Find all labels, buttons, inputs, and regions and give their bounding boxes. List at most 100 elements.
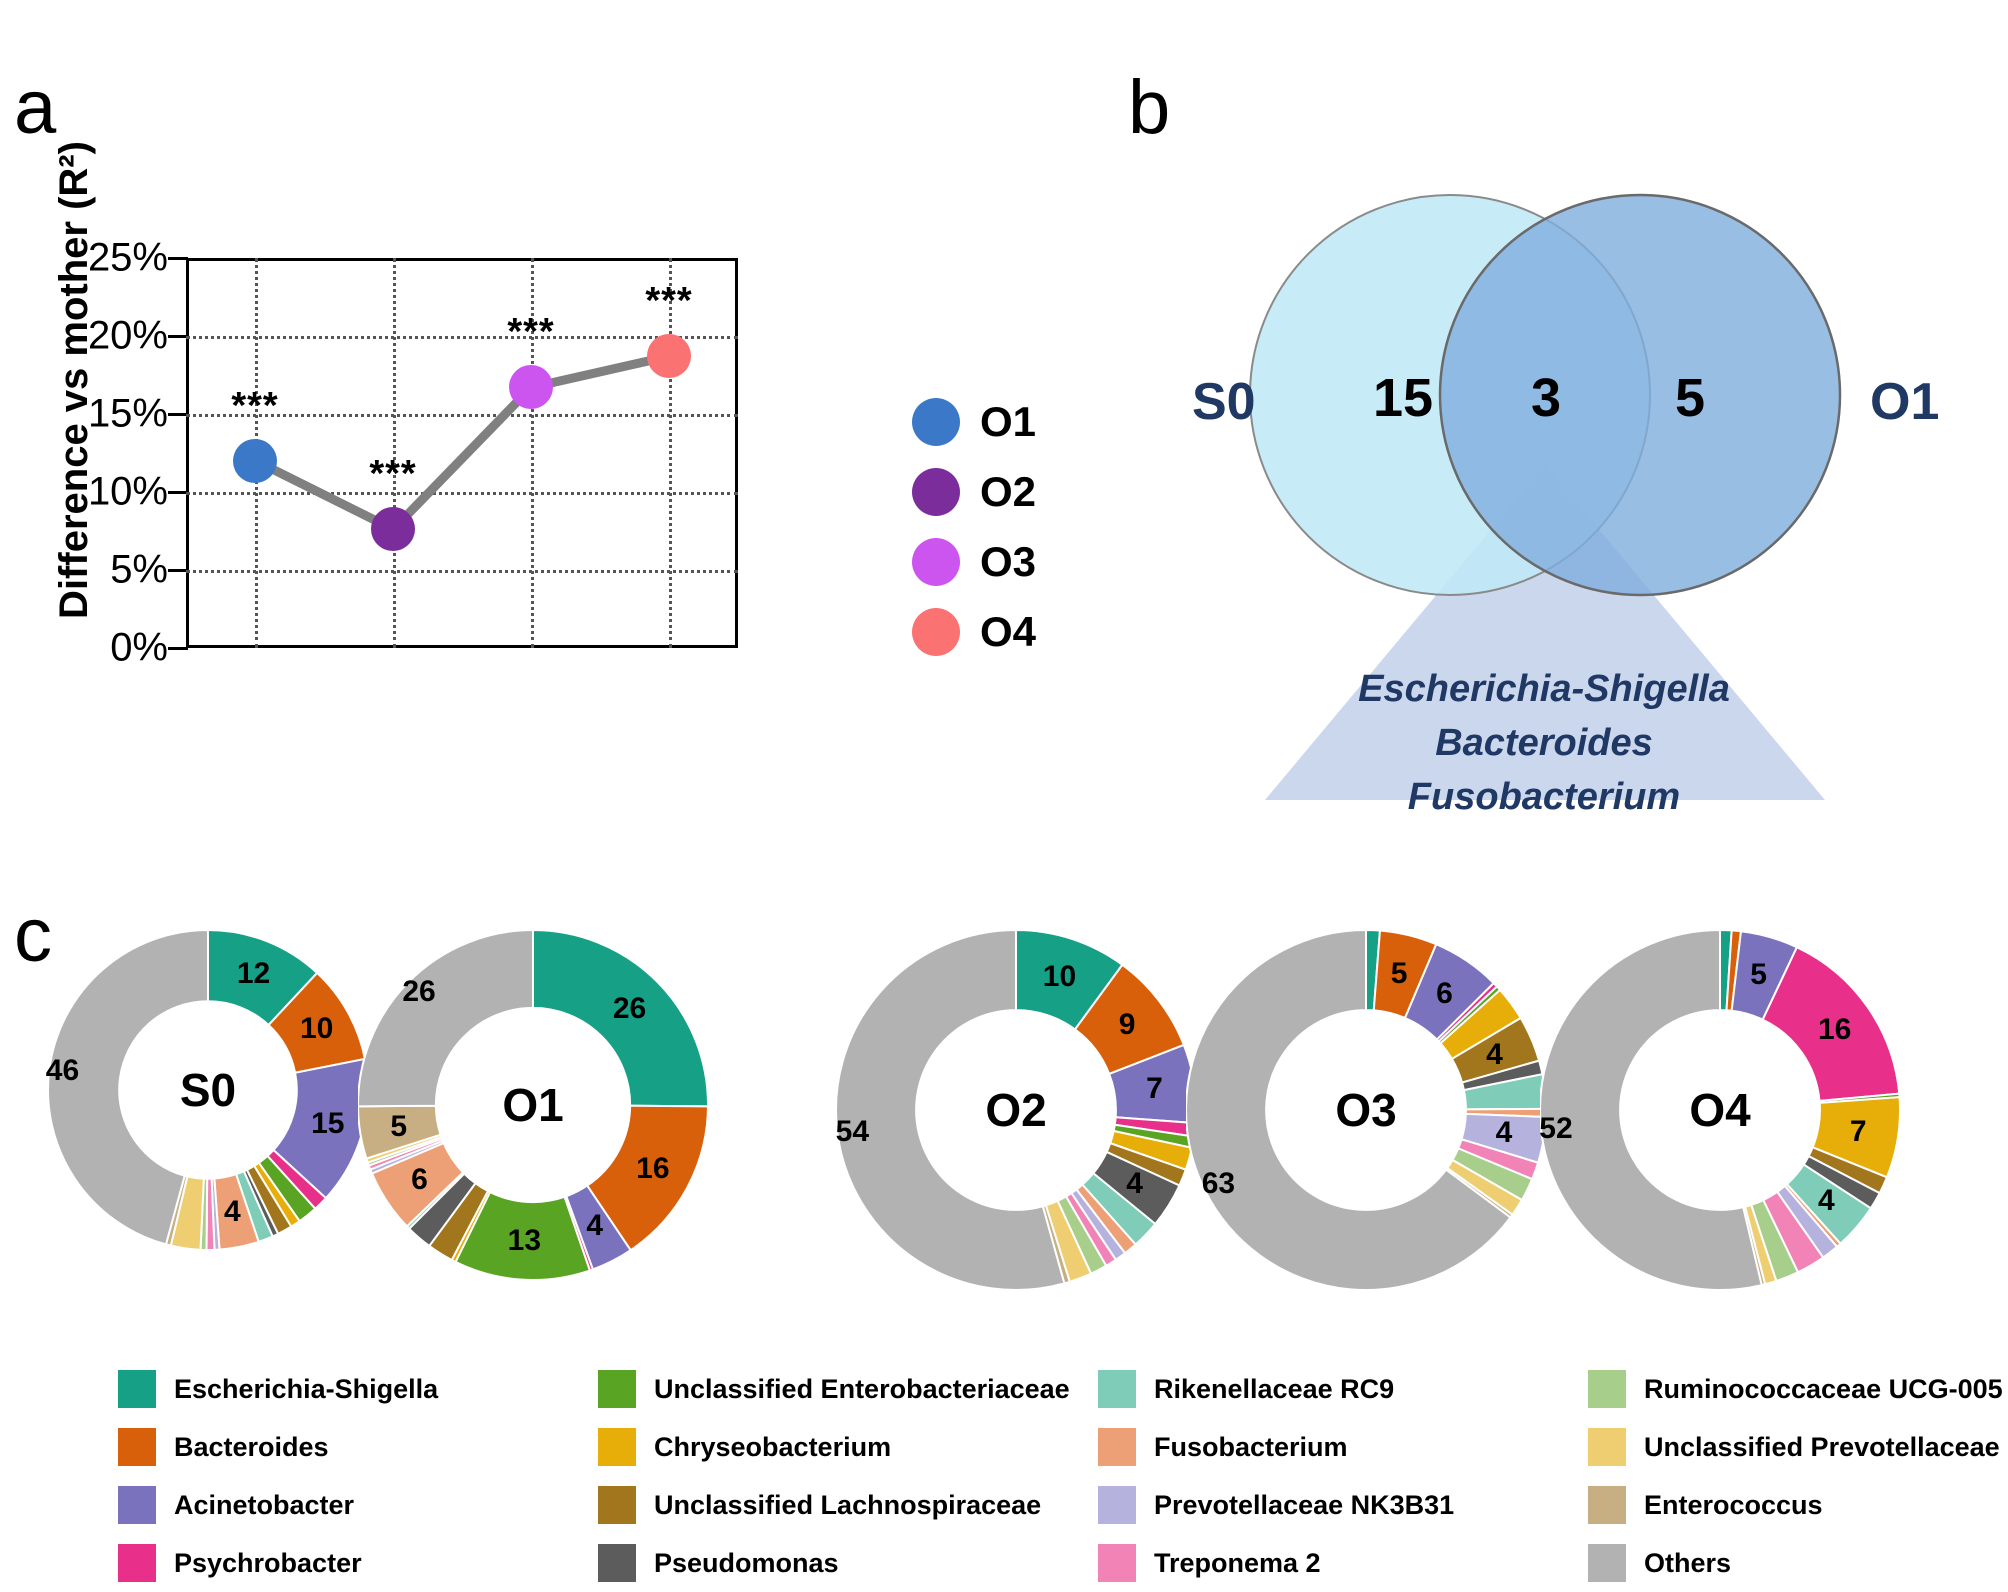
legend-item[interactable]: Acinetobacter [118, 1476, 598, 1534]
donut-slice[interactable] [1186, 930, 1512, 1290]
panel-letter-a: a [14, 65, 57, 150]
donut-svg [1186, 930, 1546, 1290]
y-tick-label: 5% [110, 547, 168, 592]
significance-marker: *** [645, 280, 693, 323]
legend-item[interactable]: Psychrobacter [118, 1534, 598, 1592]
legend-color-swatch [1588, 1544, 1626, 1582]
donut-svg [48, 930, 368, 1250]
legend-item[interactable]: Fusobacterium [1098, 1418, 1588, 1476]
legend-item[interactable]: Unclassified Prevotellaceae [1588, 1418, 2008, 1476]
legend-dot-icon [912, 608, 960, 656]
legend-label: Ruminococcaceae UCG-005 [1644, 1373, 2003, 1404]
donut-center-label: S0 [179, 1064, 237, 1116]
legend-color-swatch [598, 1370, 636, 1408]
slice-value-label: 54 [835, 1115, 870, 1149]
legend-item-o2[interactable]: O2 [912, 468, 1036, 516]
legend-color-swatch [1098, 1370, 1136, 1408]
significance-marker: *** [507, 311, 555, 354]
significance-marker: *** [369, 453, 417, 496]
legend-label: O2 [980, 468, 1037, 515]
legend-item[interactable]: Unclassified Lachnospiraceae [598, 1476, 1098, 1534]
donut-slice[interactable] [836, 930, 1066, 1290]
legend-item[interactable]: Prevotellaceae NK3B31 [1098, 1476, 1588, 1534]
donut-center-label: O1 [502, 1079, 564, 1131]
y-tick-mark [168, 647, 188, 650]
legend-color-swatch [1098, 1544, 1136, 1582]
legend-item-o3[interactable]: O3 [912, 538, 1036, 586]
legend-color-swatch [598, 1486, 636, 1524]
legend-color-swatch [1588, 1370, 1626, 1408]
panel-c-legend: Escherichia-Shigella Unclassified Enterob… [118, 1360, 2008, 1592]
venn-beam [1265, 465, 1825, 800]
legend-item[interactable]: Rikenellaceae RC9 [1098, 1360, 1588, 1418]
legend-label: Others [1644, 1547, 1732, 1578]
legend-item[interactable]: Unclassified Enterobacteriaceae [598, 1360, 1098, 1418]
legend-color-swatch [1588, 1428, 1626, 1466]
slice-value-label: 4 [1126, 1167, 1143, 1201]
slice-value-label: 16 [636, 1152, 670, 1186]
slice-value-label: 10 [1042, 959, 1077, 993]
legend-item[interactable]: Enterococcus [1588, 1476, 2008, 1534]
legend-color-swatch [598, 1544, 636, 1582]
legend-color-swatch [1588, 1486, 1626, 1524]
donut-slice[interactable] [1540, 930, 1763, 1290]
shared-taxon: Bacteroides [1435, 722, 1653, 764]
legend-color-swatch [118, 1370, 156, 1408]
donut-svg [836, 930, 1196, 1290]
legend-item[interactable]: Pseudomonas [598, 1534, 1098, 1592]
data-point-o3[interactable] [509, 365, 553, 410]
venn-label-o1: O1 [1870, 373, 1940, 431]
y-tick-mark [168, 569, 188, 572]
legend-dot-icon [912, 468, 960, 516]
venn-count-intersection: 3 [1530, 368, 1562, 428]
gridline-horizontal [186, 414, 738, 417]
slice-value-label: 16 [1818, 1012, 1852, 1046]
legend-item[interactable]: Ruminococcaceae UCG-005 [1588, 1360, 2008, 1418]
slice-value-label: 5 [1750, 958, 1767, 992]
legend-label: Treponema 2 [1154, 1547, 1321, 1578]
shared-taxon: Fusobacterium [1407, 776, 1681, 818]
legend-item[interactable]: Treponema 2 [1098, 1534, 1588, 1592]
data-point-o4[interactable] [647, 334, 691, 379]
legend-label: Escherichia-Shigella [174, 1373, 439, 1404]
legend-label: Psychrobacter [174, 1547, 362, 1578]
legend-dot-icon [912, 398, 960, 446]
slice-value-label: 4 [223, 1194, 241, 1228]
donut-svg [358, 930, 708, 1280]
legend-item-o4[interactable]: O4 [912, 608, 1036, 656]
y-tick-mark [168, 491, 188, 494]
legend-item[interactable]: Others [1588, 1534, 2008, 1592]
venn-label-s0: S0 [1192, 373, 1256, 431]
gridline-horizontal [186, 336, 738, 339]
shared-taxon: Escherichia-Shigella [1358, 668, 1730, 710]
slice-value-label: 7 [1849, 1114, 1867, 1148]
data-point-o1[interactable] [233, 438, 277, 483]
venn-circle-o1 [1438, 193, 1842, 597]
legend-color-swatch [1098, 1428, 1136, 1466]
legend-item[interactable]: Chryseobacterium [598, 1418, 1098, 1476]
legend-item-o1[interactable]: O1 [912, 398, 1036, 446]
slice-value-label: 12 [236, 957, 271, 991]
slice-value-label: 6 [411, 1163, 428, 1197]
data-point-o2[interactable] [371, 507, 415, 552]
donut-center-label: O3 [1335, 1084, 1397, 1136]
donut-slice[interactable] [48, 930, 209, 1246]
slice-value-label: 10 [300, 1012, 334, 1046]
y-tick-label: 10% [87, 469, 168, 514]
donut-slice[interactable] [358, 930, 534, 1108]
donut-slice[interactable] [532, 930, 708, 1108]
legend-item[interactable]: Bacteroides [118, 1418, 598, 1476]
legend-item[interactable]: Escherichia-Shigella [118, 1360, 598, 1418]
donut-svg [1540, 930, 1900, 1290]
legend-color-swatch [1098, 1486, 1136, 1524]
legend-label: O4 [980, 608, 1037, 655]
slice-value-label: 9 [1118, 1007, 1136, 1041]
legend-color-swatch [118, 1428, 156, 1466]
